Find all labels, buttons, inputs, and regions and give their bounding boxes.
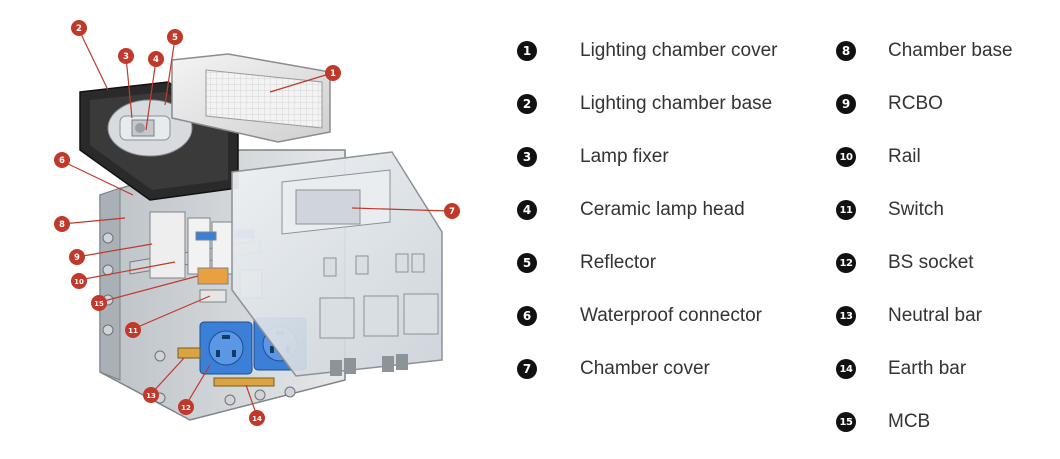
callout-15: 15	[91, 295, 107, 311]
svg-text:9: 9	[74, 253, 80, 263]
legend-label: Reflector	[580, 252, 657, 273]
legend-label: Lighting chamber cover	[580, 40, 778, 61]
legend-label: Earth bar	[888, 358, 967, 379]
callout-leader-lines	[61, 29, 450, 417]
exploded-assembly-illustration: 1 2 3 4 5 6 7 8 9 10 11 12 13 14 15	[0, 0, 480, 454]
callout-14: 14	[249, 410, 265, 426]
legend-badge: 12	[836, 253, 856, 273]
legend-label: Neutral bar	[888, 305, 982, 326]
svg-text:12: 12	[181, 404, 191, 412]
legend-item-6: 6 Waterproof connector	[517, 301, 762, 331]
svg-text:13: 13	[146, 392, 156, 400]
legend-label: Waterproof connector	[580, 305, 762, 326]
callout-12: 12	[178, 399, 194, 415]
svg-text:4: 4	[153, 55, 159, 65]
svg-text:3: 3	[123, 52, 129, 62]
callout-markers: 1 2 3 4 5 6 7 8 9 10 11 12 13 14 15	[54, 20, 460, 426]
reflector-and-lamp-shape	[107, 99, 193, 157]
callout-10: 10	[71, 273, 87, 289]
legend-badge: 3	[517, 147, 537, 167]
breaker-modules	[149, 211, 263, 303]
legend-badge: 6	[517, 306, 537, 326]
legend-label: Lamp fixer	[580, 146, 669, 167]
legend-badge: 7	[517, 359, 537, 379]
svg-text:1: 1	[330, 69, 336, 79]
legend-badge: 4	[517, 200, 537, 220]
legend-item-4: 4 Ceramic lamp head	[517, 195, 745, 225]
legend-badge: 2	[517, 94, 537, 114]
svg-text:6: 6	[59, 156, 65, 166]
svg-text:10: 10	[74, 278, 84, 286]
legend-item-9: 9 RCBO	[836, 89, 943, 119]
svg-text:5: 5	[172, 33, 178, 43]
legend-label: Chamber cover	[580, 358, 710, 379]
legend-badge: 10	[836, 147, 856, 167]
legend-item-8: 8 Chamber base	[836, 36, 1013, 66]
legend-item-1: 1 Lighting chamber cover	[517, 36, 778, 66]
legend-label: Chamber base	[888, 40, 1013, 61]
callout-1: 1	[325, 65, 341, 81]
legend-label: RCBO	[888, 93, 943, 114]
legend-item-3: 3 Lamp fixer	[517, 142, 669, 172]
svg-text:7: 7	[449, 207, 455, 217]
legend-item-2: 2 Lighting chamber base	[517, 89, 772, 119]
legend-item-14: 14 Earth bar	[836, 354, 966, 384]
legend-badge: 15	[836, 412, 856, 432]
callout-9: 9	[69, 249, 85, 265]
legend-item-13: 13 Neutral bar	[836, 301, 982, 331]
assembly-drawing: 1 2 3 4 5 6 7 8 9 10 11 12 13 14 15	[54, 20, 460, 426]
legend-label: Ceramic lamp head	[580, 199, 745, 220]
legend-badge: 11	[836, 200, 856, 220]
callout-8: 8	[54, 216, 70, 232]
svg-text:14: 14	[252, 415, 262, 423]
parts-legend: 1 Lighting chamber cover 2 Lighting cham…	[500, 0, 1060, 454]
callout-7: 7	[444, 203, 460, 219]
legend-item-15: 15 MCB	[836, 407, 930, 437]
svg-text:11: 11	[128, 327, 138, 335]
callout-5: 5	[167, 29, 183, 45]
terminal-bars	[177, 347, 275, 387]
svg-text:15: 15	[94, 300, 104, 308]
legend-badge: 5	[517, 253, 537, 273]
legend-item-5: 5 Reflector	[517, 248, 656, 278]
legend-item-12: 12 BS socket	[836, 248, 974, 278]
callout-13: 13	[143, 387, 159, 403]
legend-badge: 9	[836, 94, 856, 114]
callout-11: 11	[125, 322, 141, 338]
legend-label: Lighting chamber base	[580, 93, 773, 114]
legend-item-10: 10 Rail	[836, 142, 921, 172]
callout-2: 2	[71, 20, 87, 36]
legend-item-7: 7 Chamber cover	[517, 354, 710, 384]
chamber-cover-shape	[231, 151, 443, 377]
legend-label: Switch	[888, 199, 944, 220]
legend-item-11: 11 Switch	[836, 195, 944, 225]
svg-text:8: 8	[59, 220, 65, 230]
callout-3: 3	[118, 48, 134, 64]
legend-label: BS socket	[888, 252, 974, 273]
legend-badge: 8	[836, 41, 856, 61]
callout-6: 6	[54, 152, 70, 168]
legend-badge: 14	[836, 359, 856, 379]
svg-text:2: 2	[76, 24, 82, 34]
legend-label: MCB	[888, 411, 931, 432]
legend-badge: 13	[836, 306, 856, 326]
callout-4: 4	[148, 51, 164, 67]
legend-label: Rail	[888, 146, 921, 167]
legend-badge: 1	[517, 41, 537, 61]
